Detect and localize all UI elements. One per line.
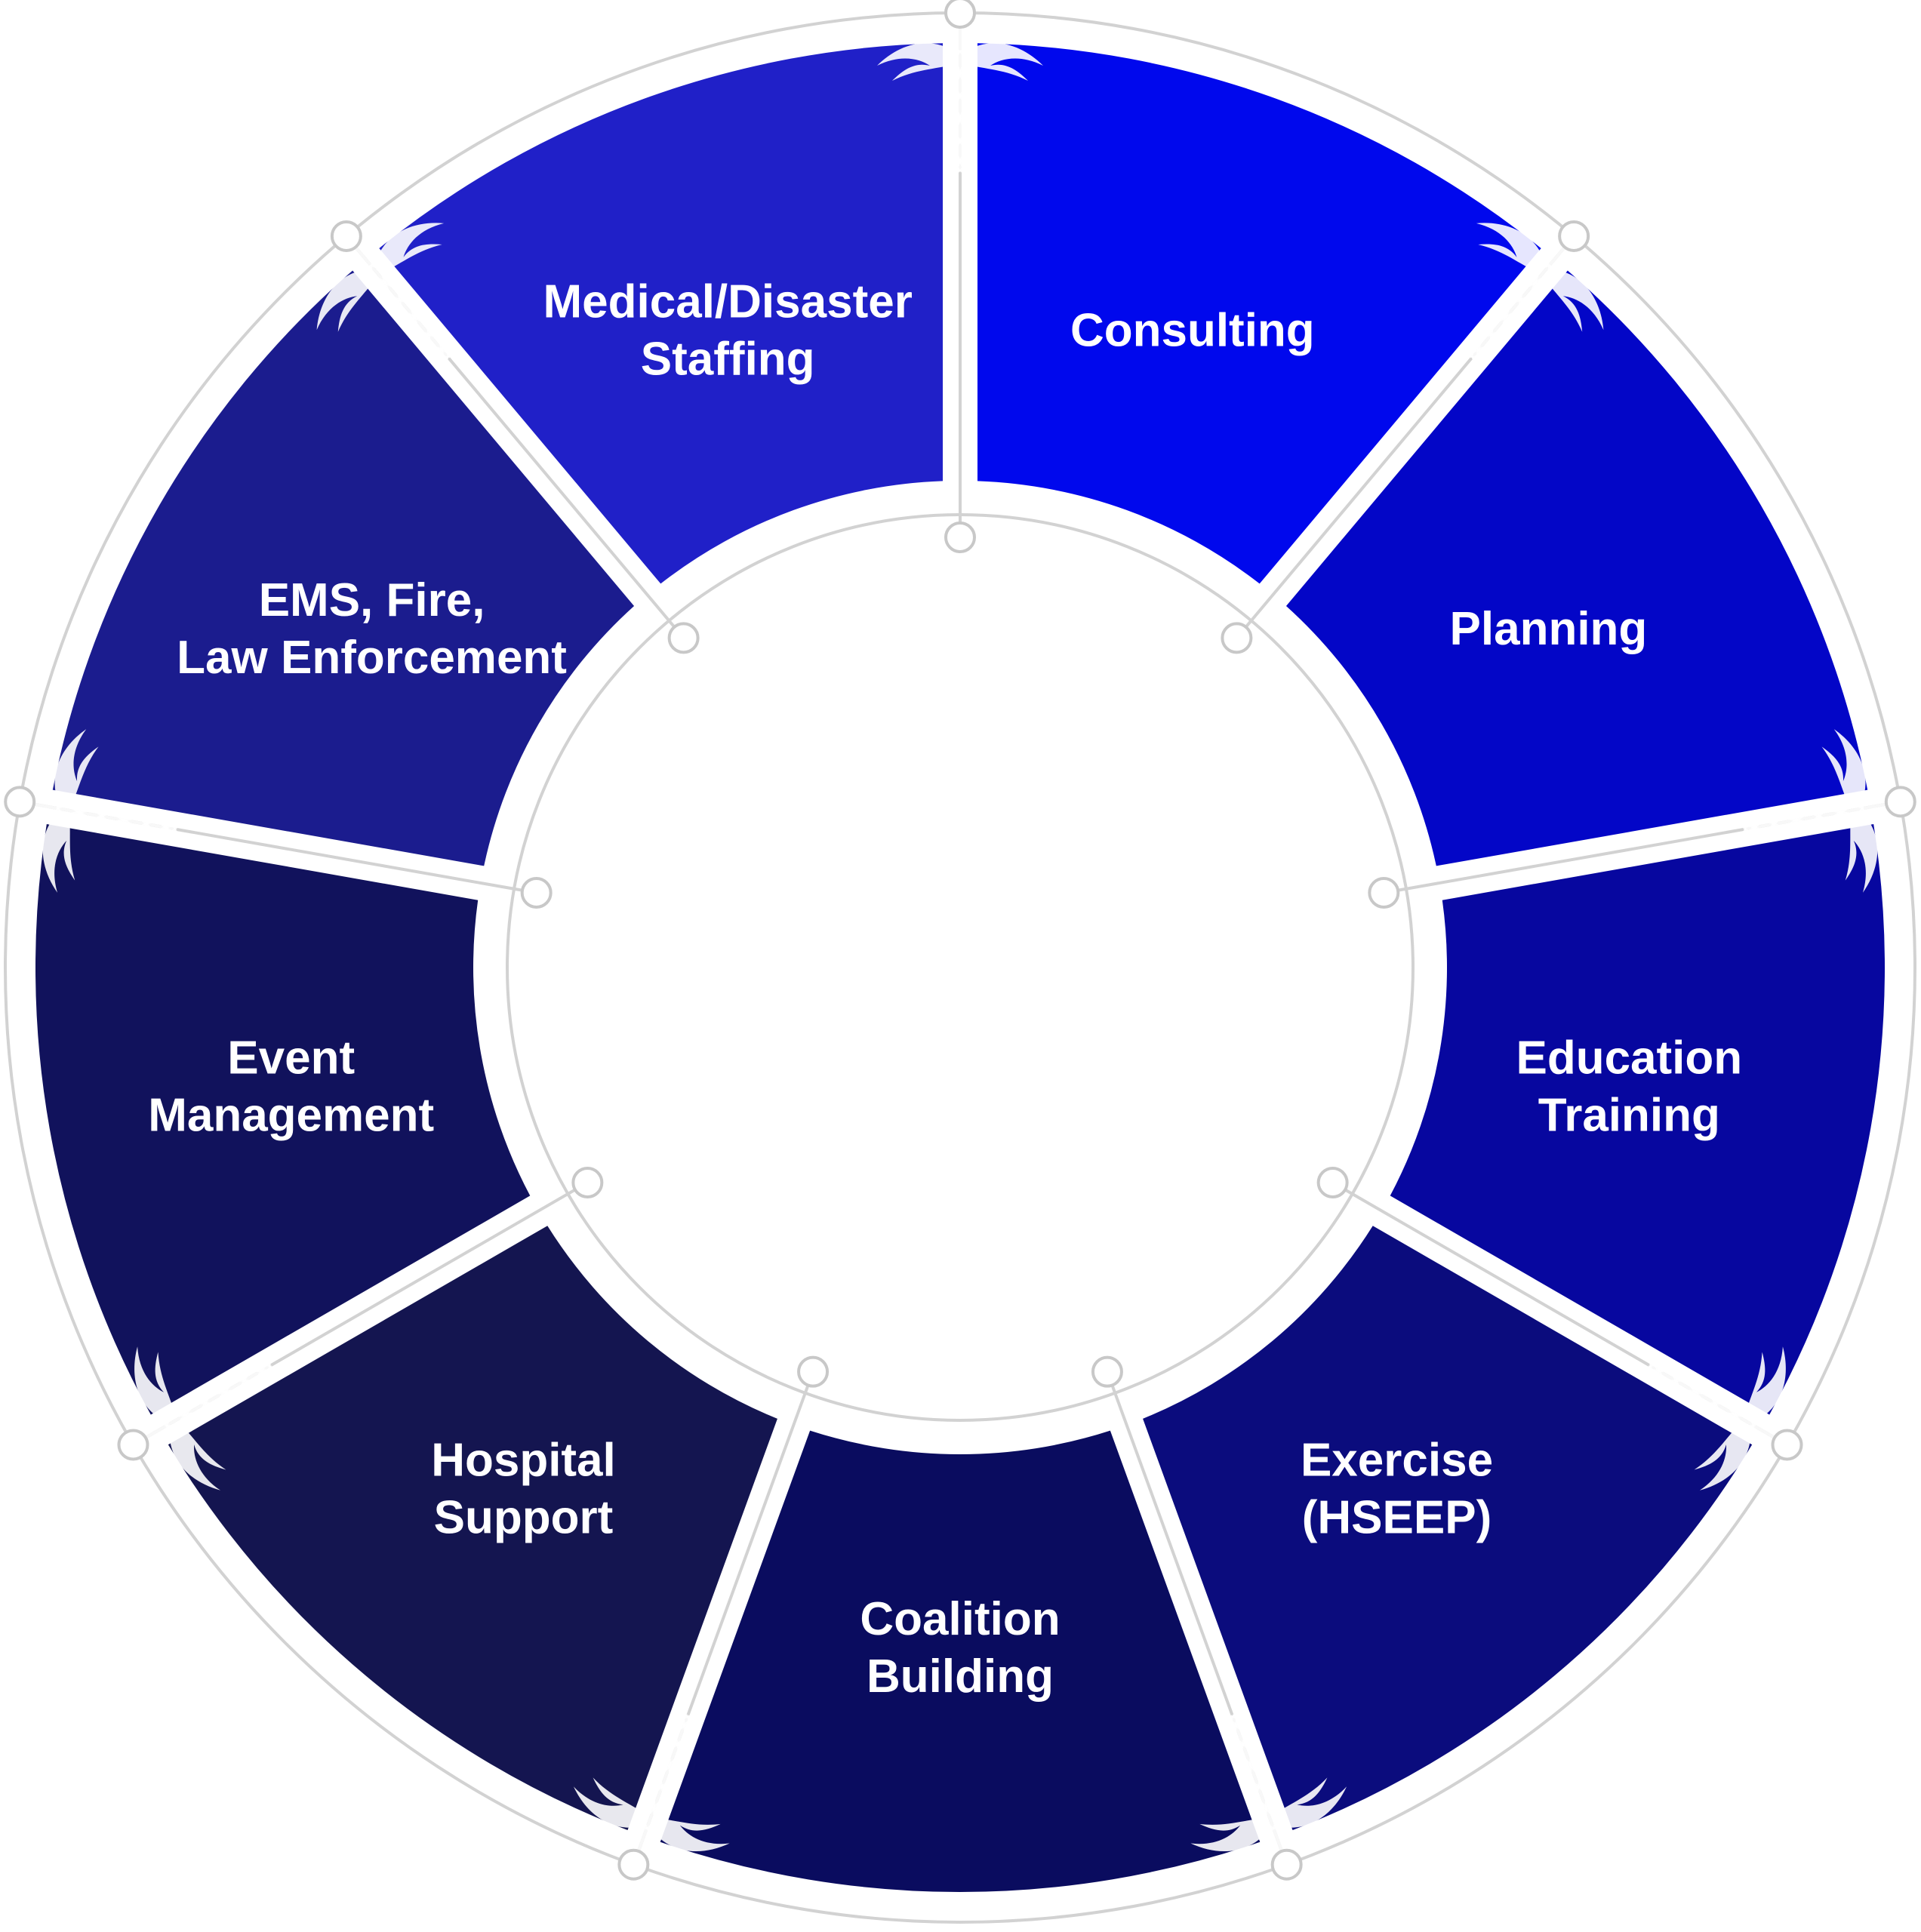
label-line: Planning [1450,603,1648,655]
caduceus-icon [134,1346,272,1491]
caduceus-icon [573,1714,730,1851]
label-ems-fire-law: EMS, Fire, Law Enforcement [177,574,567,684]
label-line: EMS, Fire, [259,574,485,626]
segment-ems-fire-law [52,270,635,866]
label-line: Staffing [641,333,815,385]
label-line: Coalition [860,1593,1060,1645]
label-line: Hospital [431,1434,616,1486]
caduceus-icon [1190,1714,1347,1851]
outer-node [1884,786,1916,818]
segment-medical-disaster-staffing [379,43,944,584]
connector-nodes [4,0,1916,1881]
label-line: (HSEEP) [1302,1491,1492,1543]
inner-ring-line [506,513,1415,1422]
caduceus-icon [1470,223,1604,359]
outer-node [1270,1848,1303,1881]
label-planning: Planning [1450,603,1648,655]
label-consulting: Consulting [1070,304,1315,356]
inner-node [1221,622,1253,654]
caduceus-icon [1648,1346,1786,1491]
inner-node [520,877,553,909]
label-line: Exercise [1301,1434,1493,1486]
caduceus-icon [1743,729,1886,893]
label-line: Management [148,1089,434,1141]
label-line: Consulting [1070,304,1315,356]
label-exercise-hseep: Exercise(HSEEP) [1301,1434,1493,1543]
label-line: Education [1516,1032,1742,1084]
outer-node [117,1429,149,1461]
outer-node [4,786,36,818]
segment-hospital-support [168,1226,777,1831]
caduceus-icon [316,223,451,359]
segment-exercise-hseep [1143,1226,1753,1831]
inner-node [1368,877,1400,909]
caduceus-icon [34,729,177,893]
outer-node [330,220,362,252]
segment-consulting [977,43,1541,584]
segment-event-management [35,823,531,1415]
label-line: Support [434,1491,614,1543]
segment-planning [1285,270,1868,866]
segment-education-training [1390,823,1885,1415]
label-line: Event [227,1032,355,1084]
inner-node [1091,1355,1123,1388]
inner-node [667,622,700,654]
inner-node [797,1355,830,1388]
segment-coalition-building [660,1430,1261,1893]
caduceus-icon [877,28,1043,173]
outer-node [944,0,976,29]
outer-node [1558,220,1590,252]
outer-node [1771,1429,1803,1461]
inner-node [944,521,976,553]
label-line: Law Enforcement [177,632,567,684]
label-line: Training [1538,1089,1720,1141]
outer-node [617,1848,650,1881]
wheel-segments [35,43,1885,1893]
label-line: Building [867,1651,1054,1703]
label-line: Medical/Disaster [543,275,913,328]
inner-node [1316,1167,1349,1198]
inner-node [571,1167,604,1198]
caduceus-emblems [34,28,1886,1851]
